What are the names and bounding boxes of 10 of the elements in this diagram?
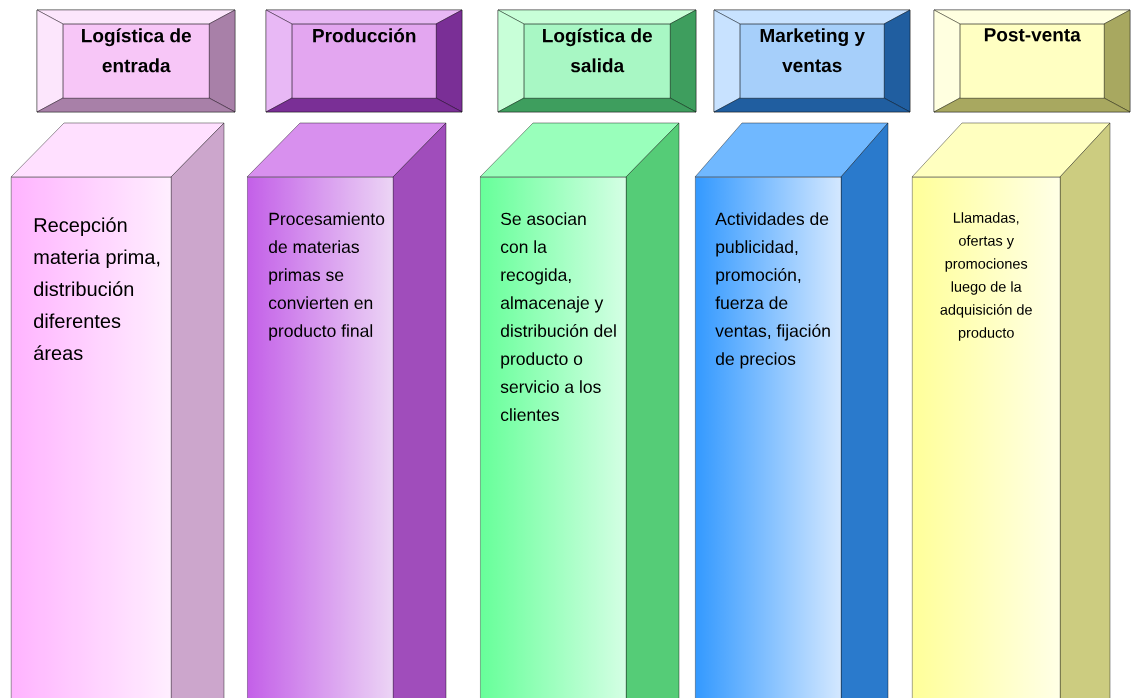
column-prism: Procesamiento de materias primas se convierten en producto final: [246, 122, 447, 698]
header-box: Producción: [265, 9, 463, 113]
header-box: Post-venta: [933, 9, 1131, 113]
column-prism: Actividades de publicidad, promoción, fuerza de ventas, fijación de precios: [694, 122, 889, 698]
column-prism: Llamadas, ofertas y promociones luego de la adquisición de producto: [911, 122, 1111, 698]
column-prism: Recepción materia prima, distribución diferentes áreas: [10, 122, 225, 698]
header-box: Marketing y ventas: [713, 9, 911, 113]
column-prism: Se asocian con la recogida, almacenaje y distribución del producto o servicio a los clientes: [479, 122, 680, 698]
header-box: Logística de entrada: [36, 9, 236, 113]
header-box: Logística de salida: [497, 9, 697, 113]
